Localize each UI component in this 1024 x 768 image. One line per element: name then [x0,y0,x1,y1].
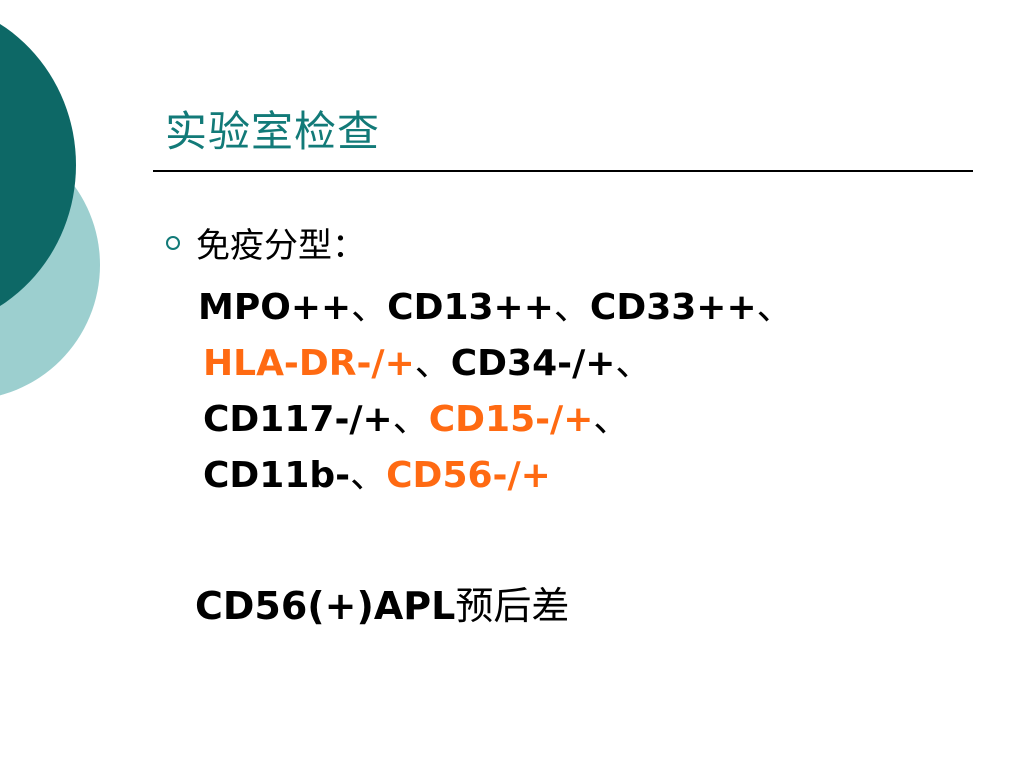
conclusion-normal: 预后差 [455,584,570,628]
marker-separator: 、 [351,287,388,328]
marker: CD34-/+ [450,343,616,384]
marker-highlighted: CD56-/+ [386,455,551,496]
marker-line: CD11b-、CD56-/+ [198,448,978,504]
marker: CD13++ [387,287,554,328]
marker: CD33++ [589,287,757,328]
marker: CD117-/+ [203,399,393,440]
bullet-item: 免疫分型： [166,218,366,267]
marker: CD11b- [203,455,351,496]
marker-line: HLA-DR-/+、CD34-/+、 [198,336,978,392]
title-divider [153,170,973,172]
marker-separator: 、 [615,343,652,384]
marker-line: MPO++、CD13++、CD33++、 [198,280,978,336]
conclusion-text: CD56(+)APL预后差 [195,575,569,630]
marker-separator: 、 [553,287,590,328]
marker-line: CD117-/+、CD15-/+、 [198,392,978,448]
marker-highlighted: CD15-/+ [428,399,594,440]
marker-highlighted: HLA-DR-/+ [203,343,415,384]
bullet-text: 免疫分型： [196,226,366,266]
marker-separator: 、 [756,287,793,328]
immunophenotype-markers: MPO++、CD13++、CD33++、HLA-DR-/+、CD34-/+、CD… [198,280,978,504]
marker-separator: 、 [350,455,387,496]
conclusion-bold: CD56(+)APL [195,584,456,628]
marker-separator: 、 [593,399,630,440]
circle-bullet-icon [166,235,180,250]
marker-separator: 、 [414,343,451,384]
slide-title: 实验室检查 [165,107,381,156]
marker: MPO++ [198,287,352,328]
marker-separator: 、 [392,399,429,440]
